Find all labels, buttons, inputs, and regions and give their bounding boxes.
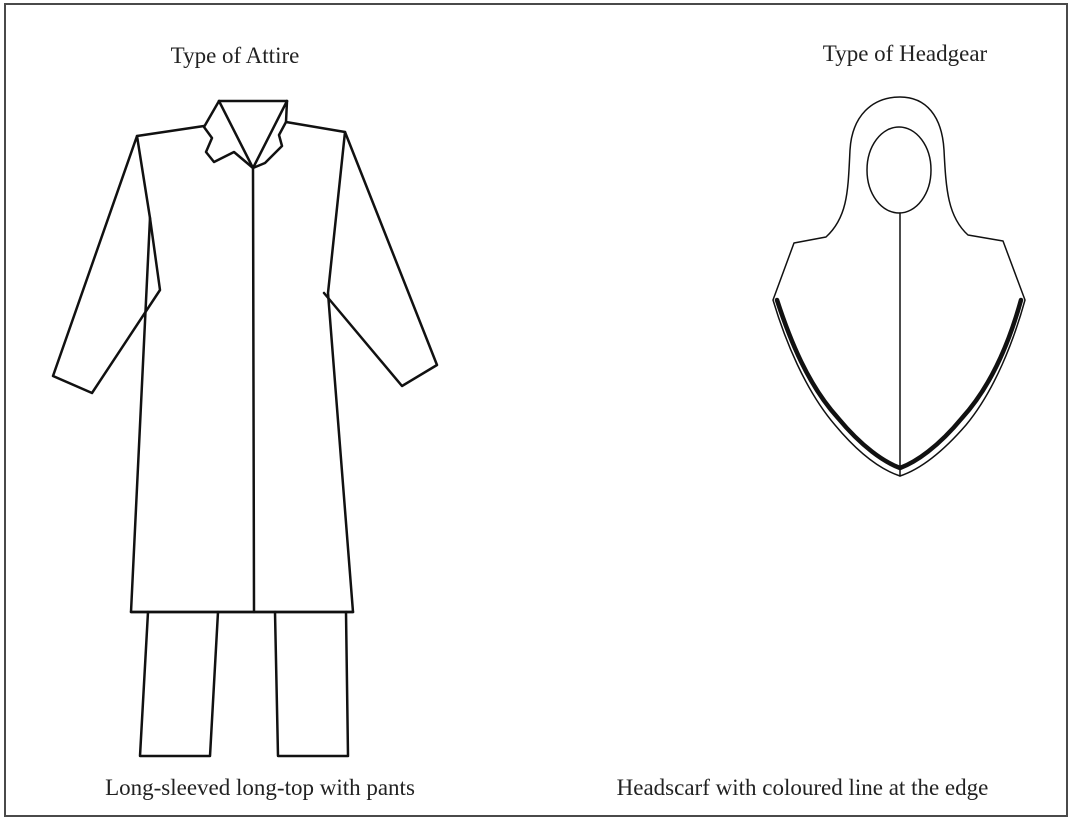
face-opening-outline <box>867 127 931 213</box>
pants-outline <box>140 612 348 756</box>
attire-illustration <box>53 101 437 756</box>
collar-outline <box>204 101 287 168</box>
headscarf-outline <box>773 97 1025 476</box>
headscarf-illustration <box>773 97 1025 476</box>
button-placket-line <box>253 168 254 612</box>
coloured-edge-line <box>777 300 1021 468</box>
long-top-outline <box>53 122 437 612</box>
